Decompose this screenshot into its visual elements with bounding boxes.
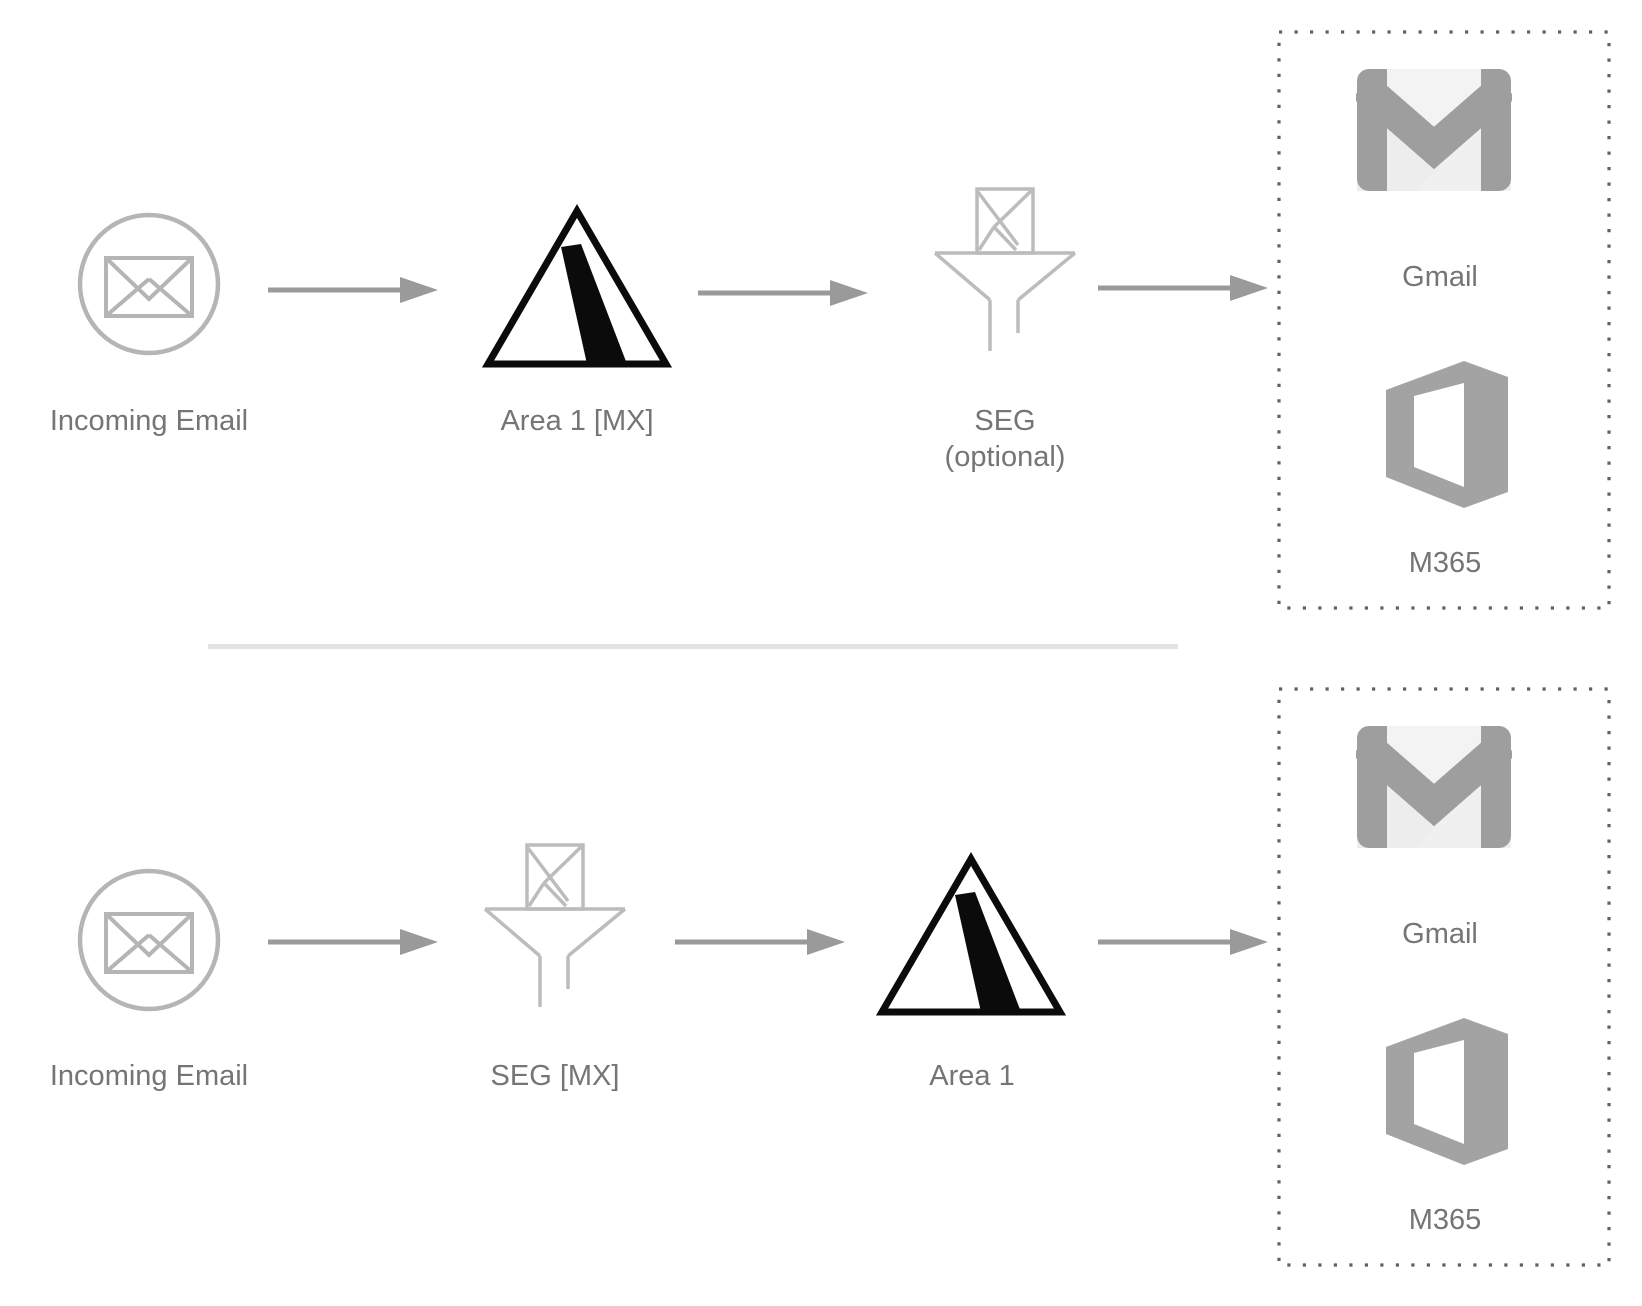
seg-funnel-icon (933, 187, 1077, 351)
flow-arrow-icon (268, 929, 438, 955)
divider (208, 644, 1178, 649)
gmail-icon (1356, 726, 1512, 848)
seg-optional-sublabel: (optional) (944, 441, 1066, 473)
area1-logo-icon (482, 204, 672, 368)
m365-label: M365 (1408, 1204, 1482, 1236)
flow-arrow-icon (675, 929, 845, 955)
incoming-email-label: Incoming Email (49, 1060, 249, 1092)
destinations-box (1277, 687, 1611, 1267)
gmail-label: Gmail (1402, 261, 1478, 293)
destinations-box (1277, 30, 1611, 610)
area1-mx-label: Area 1 [MX] (500, 405, 654, 437)
seg-funnel-icon (483, 843, 627, 1007)
gmail-icon (1356, 69, 1512, 191)
m365-icon (1386, 1018, 1508, 1165)
seg-mx-label: SEG [MX] (490, 1060, 620, 1092)
seg-optional-label: SEG (974, 405, 1036, 437)
gmail-label: Gmail (1402, 918, 1478, 950)
flow-arrow-icon (268, 277, 438, 303)
incoming-email-icon (77, 868, 221, 1012)
incoming-email-icon (77, 212, 221, 356)
m365-label: M365 (1408, 547, 1482, 579)
area1-logo-icon (876, 852, 1066, 1016)
flow-arrow-icon (1098, 929, 1268, 955)
area1-label: Area 1 (929, 1060, 1015, 1092)
incoming-email-label: Incoming Email (49, 405, 249, 437)
flow-arrow-icon (1098, 275, 1268, 301)
m365-icon (1386, 361, 1508, 508)
flow-arrow-icon (698, 280, 868, 306)
